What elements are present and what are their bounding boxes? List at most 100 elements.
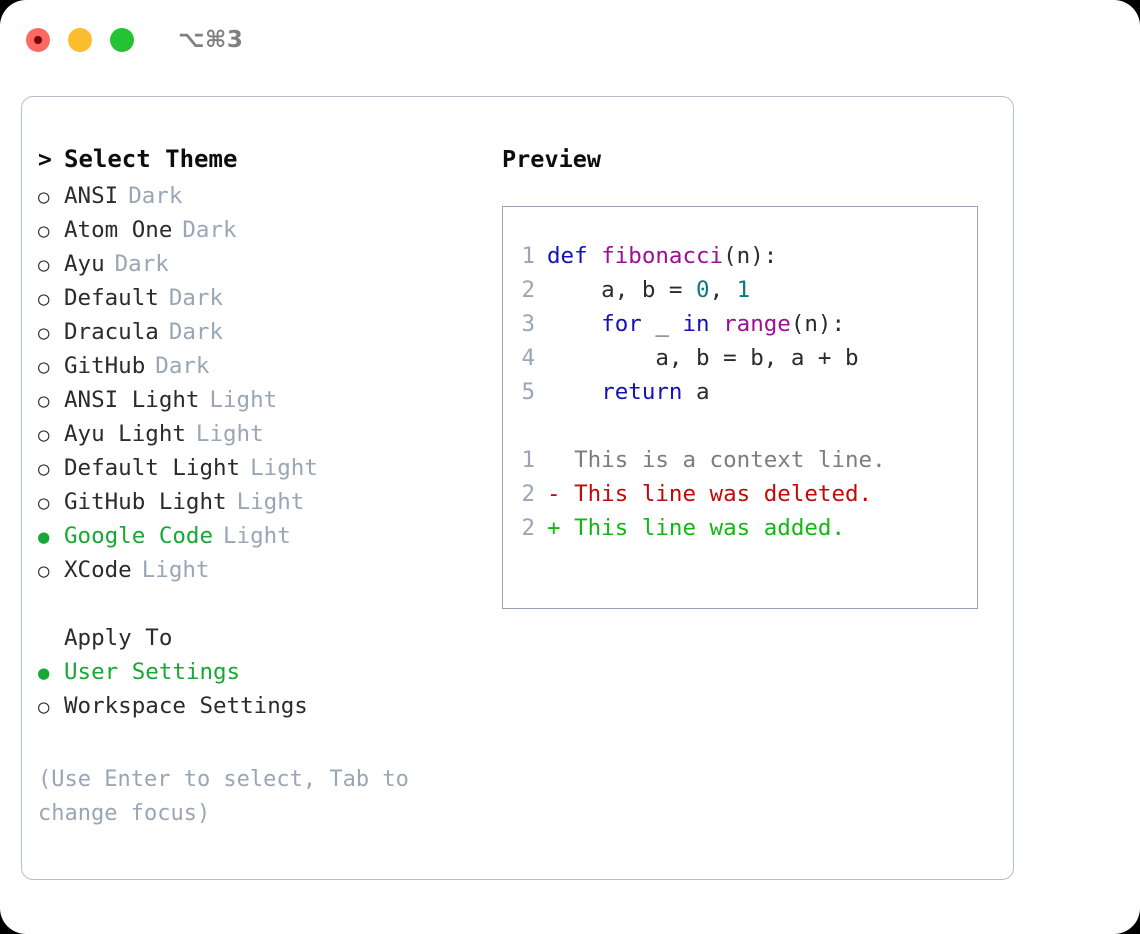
- apply-to-list: ●User Settings ○ Workspace Settings: [38, 659, 478, 727]
- apply-to-heading-label: Apply To: [64, 625, 173, 651]
- theme-item-tag: Dark: [168, 319, 224, 345]
- code-token: _: [641, 311, 683, 337]
- theme-item-tag: Dark: [114, 251, 169, 277]
- code-line-text: a, b = 0, 1: [547, 277, 750, 303]
- code-line-number: 5: [521, 379, 535, 405]
- theme-item-tag: Light: [250, 455, 318, 481]
- apply-to-item-label: Workspace Settings: [64, 693, 308, 719]
- code-diff-separator: [503, 413, 977, 447]
- diff-line: 1 This is a context line.: [503, 447, 977, 481]
- code-token: [547, 311, 601, 337]
- code-token: def: [547, 243, 602, 269]
- theme-item[interactable]: ○ Default Dark: [38, 285, 478, 319]
- code-token: 0: [696, 277, 710, 303]
- radio-unselected-icon: ○: [38, 424, 50, 446]
- theme-item[interactable]: ○ Dracula Dark: [38, 319, 478, 353]
- code-token: a, b = b, a + b: [547, 345, 859, 371]
- radio-unselected-icon: ○: [38, 220, 50, 242]
- spacer-icon: ○: [38, 626, 64, 651]
- code-token: return: [601, 379, 683, 405]
- keyboard-shortcut-label: ⌥⌘3: [178, 27, 244, 53]
- theme-item-label: Google Code: [64, 523, 214, 549]
- code-token: a: [682, 379, 710, 405]
- code-token: (n):: [723, 243, 778, 269]
- diff-line-number: 2: [521, 515, 535, 541]
- theme-item-label: Default: [64, 285, 159, 311]
- apply-to-item-label: User Settings: [64, 659, 241, 685]
- code-line-number: 2: [521, 277, 535, 303]
- theme-item[interactable]: ○ Default Light Light: [38, 455, 478, 489]
- code-line: 5 return a: [503, 379, 977, 413]
- radio-unselected-icon: ○: [38, 492, 50, 514]
- theme-item-label: Dracula: [64, 319, 159, 345]
- close-button[interactable]: [26, 28, 50, 52]
- apply-to-heading: ○ Apply To: [38, 625, 478, 659]
- theme-item[interactable]: ○ GitHub Dark: [38, 353, 478, 387]
- radio-unselected-icon: ○: [38, 458, 50, 480]
- radio-unselected-icon: ○: [38, 254, 50, 276]
- code-line: 3 for _ in range(n):: [503, 311, 977, 345]
- radio-unselected-icon: ○: [38, 322, 50, 344]
- radio-unselected-icon: ○: [38, 186, 50, 208]
- cursor-caret-icon: >: [38, 147, 52, 173]
- diff-line-number: 1: [521, 447, 535, 473]
- theme-item-label: Ayu Light: [64, 421, 186, 447]
- diff-line-text: This line was added.: [560, 515, 846, 541]
- minimize-button[interactable]: [68, 28, 92, 52]
- code-line-number: 1: [521, 243, 535, 269]
- radio-unselected-icon: ○: [38, 288, 50, 310]
- theme-item[interactable]: ○ GitHub Light Light: [38, 489, 478, 523]
- code-line-number: 3: [521, 311, 535, 337]
- diff-line-text: This is a context line.: [560, 447, 886, 473]
- code-token: (n):: [790, 311, 846, 337]
- theme-item-label: XCode: [64, 557, 132, 583]
- preview-title: Preview: [502, 145, 602, 173]
- code-token: 1: [736, 277, 751, 303]
- theme-item-tag: Dark: [128, 183, 183, 209]
- theme-item-tag: Light: [236, 489, 305, 515]
- diff-sample: 1 This is a context line.2- This line wa…: [503, 447, 977, 549]
- theme-item-label: Ayu: [64, 251, 105, 277]
- theme-item[interactable]: ○ XCode Light: [38, 557, 478, 591]
- code-token: in: [682, 311, 710, 337]
- theme-item[interactable]: ○ Ayu Dark: [38, 251, 478, 285]
- theme-item-label: Default Light: [64, 455, 241, 481]
- theme-item-tag: Dark: [182, 217, 237, 243]
- code-token: ,: [709, 277, 737, 303]
- code-token: range: [723, 311, 791, 337]
- radio-unselected-icon: ○: [38, 696, 50, 718]
- title-bar: ⌥⌘3: [0, 0, 1140, 80]
- select-theme-heading: > Select Theme: [38, 145, 478, 183]
- theme-item-tag: Light: [141, 557, 210, 583]
- theme-item-tag: Light: [209, 387, 278, 413]
- theme-item-label: GitHub: [64, 353, 146, 379]
- radio-unselected-icon: ○: [38, 356, 50, 378]
- radio-unselected-icon: ○: [38, 560, 50, 582]
- code-token: [710, 311, 724, 337]
- diff-sign: [547, 447, 561, 473]
- window-controls: [26, 28, 134, 52]
- theme-item-label: Atom One: [64, 217, 173, 243]
- theme-item-tag: Dark: [155, 353, 210, 379]
- zoom-button[interactable]: [110, 28, 134, 52]
- theme-item-label: GitHub Light: [64, 489, 227, 515]
- theme-item-tag: Dark: [168, 285, 224, 311]
- apply-to-item[interactable]: ○ Workspace Settings: [38, 693, 478, 727]
- code-token: for: [601, 311, 642, 337]
- theme-item[interactable]: ○ Atom One Dark: [38, 217, 478, 251]
- radio-selected-icon: ●: [38, 526, 50, 548]
- radio-unselected-icon: ○: [38, 390, 50, 412]
- code-line-text: return a: [547, 379, 710, 405]
- apply-to-item[interactable]: ●User Settings: [38, 659, 478, 693]
- diff-line: 2- This line was deleted.: [503, 481, 977, 515]
